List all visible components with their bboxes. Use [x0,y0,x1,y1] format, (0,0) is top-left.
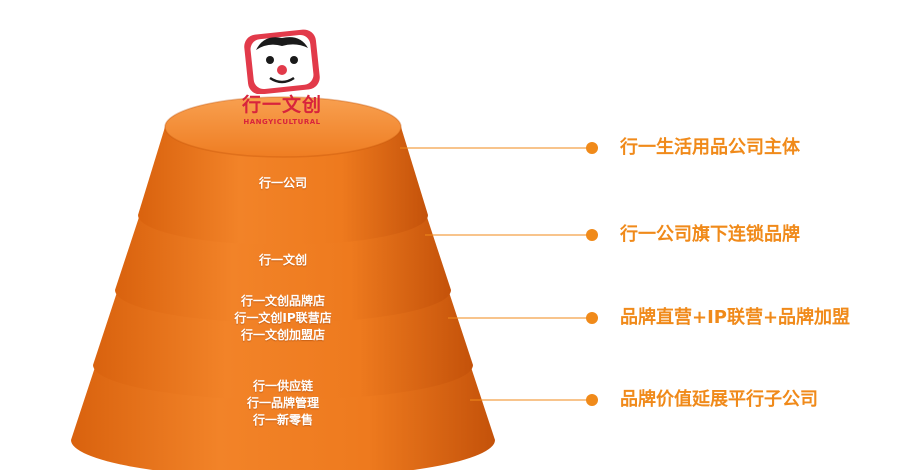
logo-name-en: HANGYICULTURAL [243,118,321,126]
note-text-4: 品牌价值延展平行子公司 [620,389,818,410]
tier-label-line: 行一文创品牌店 [240,293,325,308]
tier-label-4: 行一供应链行一品牌管理行一新零售 [183,378,383,429]
tier-label-line: 行一文创加盟店 [240,327,325,342]
tier-rim-1 [164,96,402,158]
connector-dot-3 [586,312,598,324]
note-text-1: 行一生活用品公司主体 [620,137,800,158]
mascot-face-icon [244,29,320,95]
tier-label-line: 行一供应链 [252,378,313,393]
tier-top-1 [165,97,401,157]
tier-label-line: 行一公司 [258,175,307,190]
tier-label-3: 行一文创品牌店行一文创IP联营店行一文创加盟店 [183,293,383,344]
brand-logo: 行一文创 HANGYICULTURAL [234,28,330,136]
tier-label-1: 行一公司 [183,175,383,192]
note-text-2: 行一公司旗下连锁品牌 [620,224,800,245]
tier-label-line: 行一品牌管理 [246,395,319,410]
tier-body-1 [138,127,428,245]
tier-label-line: 行一文创 [258,252,307,267]
logo-name-cn: 行一文创 [241,94,322,116]
note-text-3: 品牌直营+IP联营+品牌加盟 [620,307,851,328]
tier-label-line: 行一文创IP联营店 [234,310,332,325]
connector-dot-1 [586,142,598,154]
connector-dot-4 [586,394,598,406]
tier-label-2: 行一文创 [183,252,383,269]
tier-label-line: 行一新零售 [252,412,313,427]
connector-dot-2 [586,229,598,241]
